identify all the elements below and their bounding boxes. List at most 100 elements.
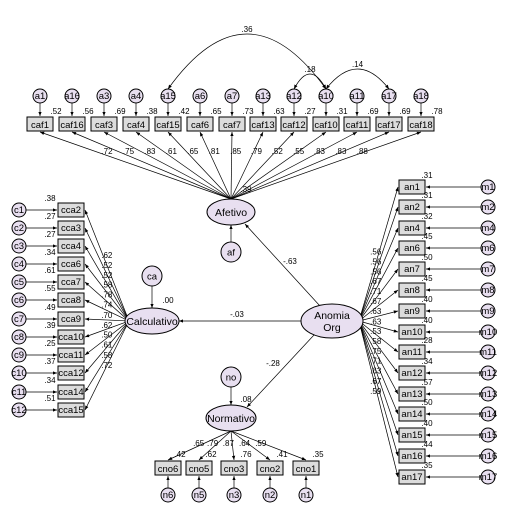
error-label-m4: m4 [481, 223, 494, 234]
error-c2 [11, 220, 27, 236]
error-c7 [11, 311, 27, 327]
loading-caf6 [199, 131, 232, 200]
indicator-caf18 [407, 116, 435, 132]
indicator-label-an9: an9 [404, 306, 420, 317]
loading-an11 [358, 320, 399, 353]
cov-a15-a10 [167, 33, 327, 90]
r2-an13: .57 [421, 378, 433, 387]
error-label-a10: a10 [318, 91, 334, 102]
loading-caf15 [167, 131, 232, 200]
indicator-an17 [398, 469, 426, 485]
error-label-c11: c11 [12, 387, 27, 398]
error-label-a6: a6 [195, 91, 206, 102]
indicator-label-caf12: caf12 [282, 120, 305, 131]
r2-an1: .31 [421, 171, 433, 180]
path-edges [26, 33, 481, 488]
indicator-an9 [398, 303, 426, 319]
indicator-cca12 [57, 365, 85, 381]
error-label-a13: a13 [255, 91, 271, 102]
r2-caf15: .42 [178, 107, 190, 116]
loading-label-cca12: .61 [101, 341, 113, 350]
latent-anomia-org-label-1: Org [323, 322, 341, 334]
loading-cca3 [84, 227, 130, 322]
error-label-a15: a15 [160, 91, 176, 102]
loading-cca11 [84, 320, 130, 356]
error-label-a11: a11 [349, 91, 364, 102]
indicator-label-caf17: caf17 [377, 120, 400, 131]
indicator-cno1 [292, 460, 320, 476]
r2-cca8: .55 [44, 284, 56, 293]
loading-an17 [358, 320, 399, 478]
error-label-m10: m10 [479, 327, 497, 338]
loading-cca4 [84, 245, 130, 322]
indicator-label-cca6: cca6 [61, 259, 81, 270]
loading-label-caf10: .55 [293, 147, 305, 156]
loading-label-caf13: .79 [251, 147, 263, 156]
disturbance-no [220, 366, 242, 388]
error-label-m7: m7 [481, 264, 494, 275]
loading-cno3 [230, 430, 236, 461]
error-m15 [480, 427, 496, 443]
latent-anomia-org [300, 303, 364, 339]
r2-an10: .40 [421, 316, 433, 325]
error-c1 [11, 202, 27, 218]
error-m1 [480, 179, 496, 195]
loading-cno5 [198, 430, 232, 461]
loading-label-an4: .56 [370, 267, 382, 276]
r2-an11: .28 [421, 336, 433, 345]
indicator-caf12 [280, 116, 308, 132]
loading-label-caf7: .85 [230, 147, 242, 156]
loading-label-cca9: .70 [101, 311, 113, 320]
error-a13 [255, 88, 271, 104]
r2-caf18: .78 [431, 107, 443, 116]
indicator-caf17 [375, 116, 403, 132]
loading-label-an7: .71 [370, 287, 382, 296]
indicator-cca6 [57, 256, 85, 272]
indicator-label-an15: an15 [401, 430, 422, 441]
error-a11 [349, 88, 365, 104]
loading-label-an6: .67 [370, 277, 382, 286]
indicator-cca2 [57, 202, 85, 218]
r2-cca2: .38 [44, 194, 56, 203]
loading-caf3 [103, 131, 232, 200]
path-nodes: a1caf1a16caf16a3caf3a4caf4a15caf15a6caf6… [11, 88, 497, 503]
error-a10 [318, 88, 334, 104]
indicator-caf16 [58, 116, 86, 132]
error-label-c4: c4 [14, 259, 24, 270]
error-label-m15: m15 [479, 430, 497, 441]
error-n3 [226, 487, 242, 503]
error-label-c6: c6 [14, 295, 24, 306]
indicator-cca15 [57, 402, 85, 418]
loading-cca15 [84, 320, 130, 411]
r2-cca12: .37 [44, 357, 56, 366]
disturbance-ca [141, 265, 163, 287]
loading-caf18 [230, 131, 422, 200]
error-label-m9: m9 [481, 306, 494, 317]
error-m9 [480, 303, 496, 319]
loading-label-caf16: .75 [123, 147, 135, 156]
r2-cno1: .35 [312, 450, 324, 459]
loading-an16 [358, 320, 399, 457]
r2-calculativo: .00 [162, 296, 174, 305]
cov-a10-a17 [325, 68, 390, 90]
error-label-a7: a7 [227, 91, 238, 102]
loading-label-cca14: .58 [101, 351, 113, 360]
r2-an7: .50 [421, 253, 433, 262]
loading-cca10 [84, 320, 130, 338]
r2-an4: .32 [421, 212, 433, 221]
loading-label-cca10: .62 [101, 321, 113, 330]
r2-caf11: .69 [367, 107, 379, 116]
indicator-label-cca4: cca4 [61, 241, 81, 252]
error-label-a16: a16 [64, 91, 80, 102]
disturbance-af [220, 241, 242, 263]
loading-an1 [358, 186, 399, 322]
indicator-label-an17: an17 [401, 472, 422, 483]
indicator-cno3 [220, 460, 248, 476]
loading-label-an17: .59 [370, 387, 382, 396]
loading-cno1 [230, 430, 307, 461]
loading-an13 [358, 320, 399, 395]
loading-label-an12: .58 [370, 337, 382, 346]
indicator-label-cca12: cca12 [58, 368, 83, 379]
indicator-an15 [398, 427, 426, 443]
